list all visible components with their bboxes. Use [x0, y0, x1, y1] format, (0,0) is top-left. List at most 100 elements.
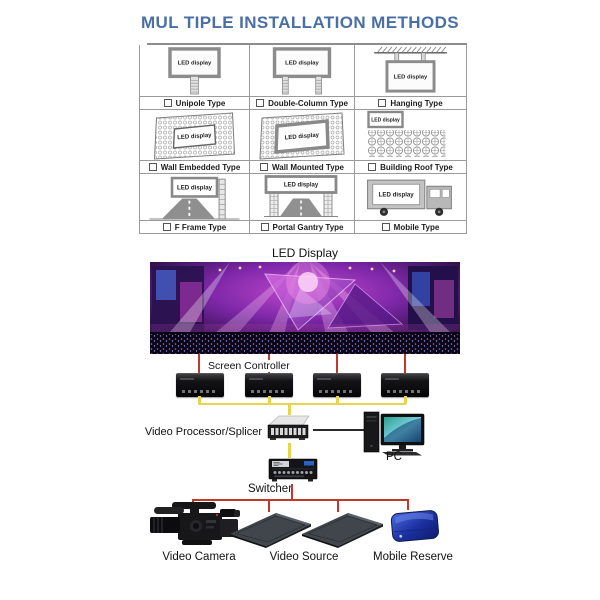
led-display-text: LED display	[394, 74, 428, 80]
controller-vent	[385, 378, 399, 380]
portal-gantry-illustration: LED display	[264, 175, 338, 217]
controller-vent	[317, 378, 331, 380]
cell-label: Unipole Type	[140, 96, 249, 109]
building-roof-drawing: LED display	[355, 110, 466, 160]
red-connection-line	[407, 499, 409, 510]
f-frame-illustration: LED display	[149, 176, 240, 220]
controller-vent	[180, 378, 194, 380]
led-display-text: LED display	[285, 61, 319, 67]
red-connection-line	[291, 484, 293, 500]
cell-label: Hanging Type	[355, 96, 466, 109]
red-connection-line	[336, 354, 338, 374]
cell-hanging-type: LED display Hanging Type	[355, 45, 466, 110]
controller-ports	[182, 390, 218, 393]
red-bus-line	[192, 499, 409, 501]
cell-label-text: Unipole Type	[175, 98, 226, 108]
cell-mobile-type: LED display Mobile Type	[355, 174, 466, 233]
controller-ports	[319, 390, 355, 393]
cell-label-text: Double-Column Type	[268, 98, 348, 108]
cell-label-text: Portal Gantry Type	[272, 222, 344, 232]
cell-f-frame-type: LED display F Frame Type	[140, 174, 250, 233]
cell-label-text: Hanging Type	[390, 98, 443, 108]
cell-building-roof-type: LED display Building Roof Type	[355, 110, 466, 174]
cell-label: Mobile Type	[355, 220, 466, 233]
yellow-connection-line	[268, 396, 271, 404]
screen-controller-device	[176, 373, 224, 397]
video-source-label: Video Source	[269, 551, 339, 563]
mobile-truck-illustration: LED display	[367, 179, 452, 216]
screen-controller-device	[245, 373, 293, 397]
led-display-label: LED Display	[271, 246, 339, 260]
red-connection-line	[268, 499, 270, 512]
led-display-text: LED display	[284, 183, 319, 189]
mobile-drawing: LED display	[355, 174, 466, 220]
f-frame-drawing: LED display	[140, 174, 249, 220]
cell-unipole-type: LED display Unipole Type	[140, 45, 250, 110]
cell-wall-mounted-type: LED display Wall Mounted Type	[250, 110, 355, 174]
unipole-drawing: LED display	[140, 45, 249, 96]
cell-label-text: Building Roof Type	[380, 162, 453, 172]
led-display-text: LED display	[285, 132, 320, 141]
yellow-bus-line	[198, 402, 406, 405]
cell-label-text: Wall Embedded Type	[160, 162, 241, 172]
checkbox-icon	[368, 163, 377, 171]
checkbox-icon	[148, 163, 157, 171]
checkbox-icon	[163, 99, 172, 107]
cell-label-text: Mobile Type	[393, 222, 440, 232]
hanging-drawing: LED display	[355, 45, 466, 96]
mobile-reserve-label: Mobile Reserve	[373, 551, 453, 563]
yellow-connection-line	[288, 403, 291, 415]
cell-wall-embedded-type: LED display Wall Embedded Type	[140, 110, 250, 174]
yellow-connection-line	[336, 396, 339, 404]
cell-label: Double-Column Type	[250, 96, 354, 109]
led-display-text: LED display	[379, 191, 415, 198]
portal-gantry-drawing: LED display	[250, 174, 354, 220]
checkbox-icon	[381, 223, 390, 231]
led-display-text: LED display	[371, 118, 400, 124]
installation-grid: LED display Unipole Type LED display	[139, 45, 467, 234]
led-display-text: LED display	[178, 61, 212, 67]
wall-mounted-drawing: LED display	[250, 110, 354, 160]
cell-label: Wall Embedded Type	[140, 160, 249, 173]
laptop-image	[230, 513, 311, 548]
controller-vent	[249, 378, 263, 380]
cell-label-text: Wall Mounted Type	[272, 162, 344, 172]
video-processor-label: Video Processor/Splicer	[144, 426, 262, 438]
pc-label: PC	[386, 451, 402, 463]
screen-controller-label: Screen Controller	[206, 360, 292, 372]
switcher-label: Switcher	[247, 483, 293, 495]
cell-double-column-type: LED display Double-Column Type	[250, 45, 355, 110]
building-roof-illustration: LED display	[367, 110, 446, 157]
screen-controller-device	[313, 373, 361, 397]
cell-label: Wall Mounted Type	[250, 160, 354, 173]
cell-label: Portal Gantry Type	[250, 220, 354, 233]
video-camera-label: Video Camera	[162, 551, 236, 563]
checkbox-icon	[260, 163, 268, 171]
pc-device	[363, 411, 425, 456]
checkbox-icon	[256, 99, 265, 107]
red-connection-line	[404, 354, 406, 374]
yellow-connection-line	[198, 396, 201, 404]
cell-label-text: F Frame Type	[174, 222, 227, 232]
red-connection-line	[198, 354, 200, 374]
hanging-illustration: LED display	[374, 46, 447, 93]
cell-label: F Frame Type	[140, 220, 249, 233]
red-connection-line	[337, 499, 339, 512]
mobile-reserve-hdd-image	[390, 510, 439, 542]
yellow-connection-line	[404, 396, 407, 404]
video-processor-device	[267, 415, 310, 440]
cell-label: Building Roof Type	[355, 160, 466, 173]
controller-ports	[387, 390, 423, 393]
wall-embedded-illustration: LED display	[153, 112, 236, 160]
unipole-illustration: LED display	[168, 47, 221, 95]
double-column-illustration: LED display	[272, 47, 332, 95]
black-connection-line	[313, 429, 366, 431]
screen-controller-device	[381, 373, 429, 397]
laptop-image	[302, 513, 383, 548]
checkbox-icon	[378, 99, 387, 107]
checkbox-icon	[260, 223, 269, 231]
led-display-text: LED display	[177, 184, 213, 191]
led-display-stage-image	[150, 262, 460, 354]
page-title: MUL TIPLE INSTALLATION METHODS	[141, 13, 459, 32]
